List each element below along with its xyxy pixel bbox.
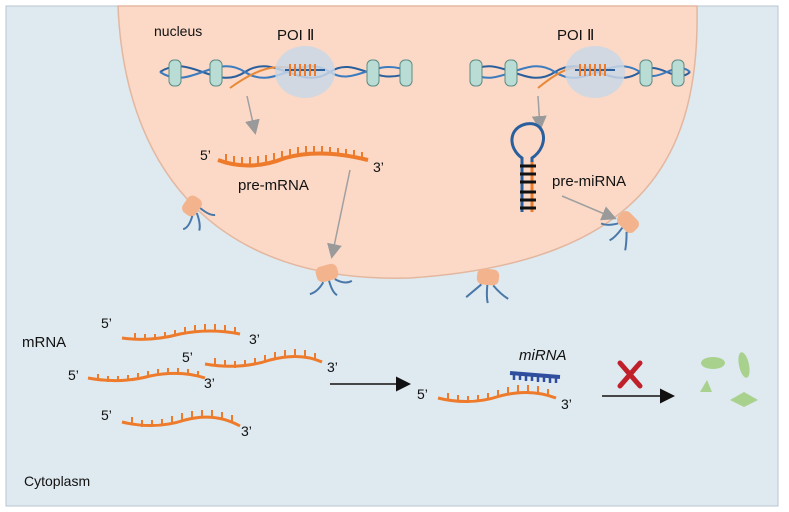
pol-ii-label-left: POI Ⅱ xyxy=(277,27,314,44)
pol-ii-label-right: POI Ⅱ xyxy=(557,27,594,44)
mrna1-5-label: 5’ xyxy=(101,315,112,331)
transcription-arrow-right xyxy=(531,95,547,131)
mrna-strand xyxy=(87,368,206,383)
nuclear-pore xyxy=(465,268,509,304)
mrna2-5-label: 5’ xyxy=(182,349,193,365)
mrna4-5-label: 5’ xyxy=(101,407,112,423)
nuclear-pore xyxy=(182,195,216,231)
mrna1-3-label: 3’ xyxy=(249,331,260,347)
mirna-strand xyxy=(509,371,561,383)
target-mrna-strand xyxy=(437,385,557,403)
nuclear-pore xyxy=(309,263,353,297)
mrna-strand xyxy=(121,324,241,341)
mrna-label: mRNA xyxy=(22,334,66,351)
mrna-strand xyxy=(121,410,241,428)
pre-mrna-3-label: 3’ xyxy=(373,159,384,175)
pre-mrna-5-label: 5’ xyxy=(200,147,211,163)
mrna4-3-label: 3’ xyxy=(241,423,252,439)
nuclear-pore xyxy=(600,211,639,251)
pre-mirna-label: pre-miRNA xyxy=(552,173,626,190)
pre-mrna-label: pre-mRNA xyxy=(238,177,309,194)
cytoplasm-label: Cytoplasm xyxy=(24,473,90,489)
mrna-strand xyxy=(204,349,323,368)
export-arrow-mirna xyxy=(561,195,617,221)
mrna3-5-label: 5’ xyxy=(68,367,79,383)
mrna2-3-label: 3’ xyxy=(327,359,338,375)
export-arrow-mrna xyxy=(327,169,351,259)
red-x-icon xyxy=(617,360,643,389)
nucleus-label: nucleus xyxy=(154,23,202,39)
transcription-arrow-left xyxy=(245,95,260,135)
pre-mrna-strand xyxy=(217,146,369,168)
mirna-label: miRNA xyxy=(519,347,567,364)
dna-helix-left xyxy=(159,46,413,98)
mrna3-3-label: 3’ xyxy=(204,375,215,391)
dna-helix-right xyxy=(469,46,691,98)
target-3-label: 3’ xyxy=(561,396,572,412)
target-5-label: 5’ xyxy=(417,386,428,402)
protein-fragments-icon xyxy=(700,352,758,407)
pre-mirna-hairpin xyxy=(510,122,545,212)
